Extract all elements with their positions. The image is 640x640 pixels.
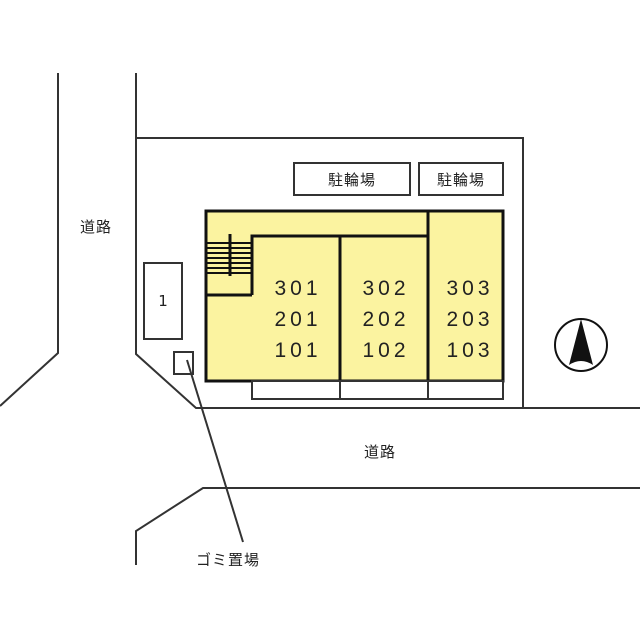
road-edge-left-inner [135, 73, 640, 409]
parking-space-1: 1 [143, 262, 183, 340]
bicycle-parking-1: 駐輪場 [293, 162, 411, 196]
bicycle-parking-2: 駐輪場 [418, 162, 504, 196]
unit-number: 202 [362, 308, 410, 331]
unit-column-3: 303 203 103 [434, 273, 506, 366]
unit-number: 101 [274, 339, 322, 362]
stairs-icon [207, 234, 251, 276]
road-label-left: 道路 [80, 218, 113, 236]
unit-number: 301 [274, 277, 322, 300]
bicycle-parking-label: 駐輪場 [436, 170, 485, 189]
road-edge-bottom [135, 487, 640, 565]
balconies [251, 380, 504, 400]
garbage-area-box [173, 351, 194, 375]
unit-number: 302 [362, 277, 410, 300]
unit-number: 201 [274, 308, 322, 331]
corridor-wall [250, 234, 428, 295]
garbage-area-label: ゴミ置場 [196, 551, 261, 569]
unit-number: 303 [446, 277, 494, 300]
bicycle-parking-label: 駐輪場 [327, 170, 376, 189]
unit-number: 102 [362, 339, 410, 362]
north-arrow-icon [554, 318, 608, 372]
road-label-bottom: 道路 [364, 443, 397, 461]
building-outline [204, 209, 505, 383]
lot-boundary [136, 137, 524, 408]
garbage-leader-line [186, 359, 244, 543]
unit-column-2: 302 202 102 [350, 273, 422, 366]
road-edge-left-outer [0, 73, 59, 407]
unit-column-1: 301 201 101 [262, 273, 334, 366]
unit-number: 103 [446, 339, 494, 362]
parking-space-number: 1 [158, 292, 168, 310]
unit-number: 203 [446, 308, 494, 331]
